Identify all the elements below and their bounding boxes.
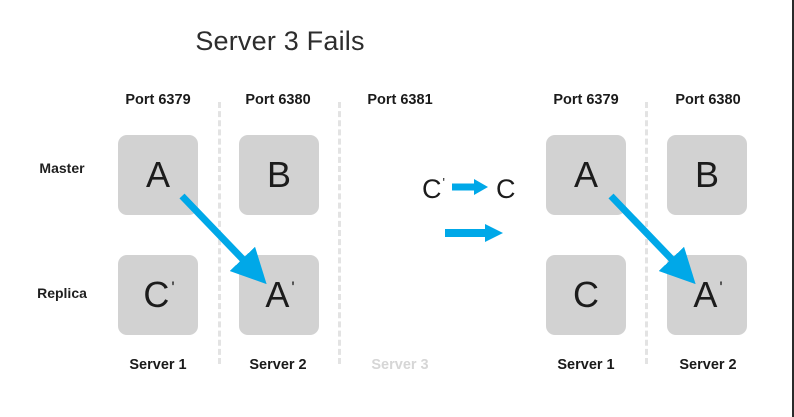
- right-port-label-server1: Port 6379: [553, 92, 619, 108]
- row-label-replica: Replica: [37, 285, 87, 301]
- page-title: Server 3 Fails: [195, 26, 365, 56]
- node-left-server1-replica[interactable]: C': [118, 255, 198, 335]
- prime-mark: ': [291, 278, 295, 297]
- right-arrow-icon: [450, 177, 490, 202]
- node-glyph: B: [266, 154, 291, 195]
- left-port-label-server3: Port 6381: [367, 92, 433, 108]
- node-glyph: C': [143, 274, 175, 315]
- node-right-server1-master[interactable]: A: [546, 135, 626, 215]
- divider-left-2: [338, 102, 341, 364]
- node-glyph: C: [573, 274, 599, 315]
- left-server-label-1: Server 1: [129, 357, 187, 373]
- divider-left-1: [218, 102, 221, 364]
- node-left-server1-master[interactable]: A: [118, 135, 198, 215]
- node-glyph: A': [265, 274, 295, 315]
- legend-replication: [437, 222, 511, 249]
- legend-to-label: C: [495, 174, 516, 204]
- node-left-server2-replica[interactable]: A': [239, 255, 319, 335]
- node-glyph: B: [694, 154, 719, 195]
- left-server-label-2: Server 2: [249, 357, 307, 373]
- node-right-server2-replica[interactable]: A': [667, 255, 747, 335]
- divider-right-1: [645, 102, 648, 364]
- node-glyph: A': [693, 274, 723, 315]
- node-right-server2-master[interactable]: B: [667, 135, 747, 215]
- left-port-label-server1: Port 6379: [125, 92, 191, 108]
- prime-mark: ': [719, 278, 723, 297]
- node-glyph: A: [145, 154, 170, 195]
- legend-from-label: C': [422, 174, 445, 204]
- left-port-label-server2: Port 6380: [245, 92, 311, 108]
- left-server-label-3: Server 3: [371, 357, 429, 373]
- right-server-label-1: Server 1: [557, 357, 615, 373]
- prime-mark: ': [171, 278, 175, 297]
- right-arrow-icon: [443, 222, 505, 249]
- prime-mark: ': [442, 175, 445, 190]
- node-right-server1-replica[interactable]: C: [546, 255, 626, 335]
- node-glyph: A: [573, 154, 598, 195]
- node-left-server2-master[interactable]: B: [239, 135, 319, 215]
- row-label-master: Master: [39, 160, 85, 176]
- legend-promotion: C' C: [422, 176, 515, 203]
- right-port-label-server2: Port 6380: [675, 92, 741, 108]
- right-server-label-2: Server 2: [679, 357, 737, 373]
